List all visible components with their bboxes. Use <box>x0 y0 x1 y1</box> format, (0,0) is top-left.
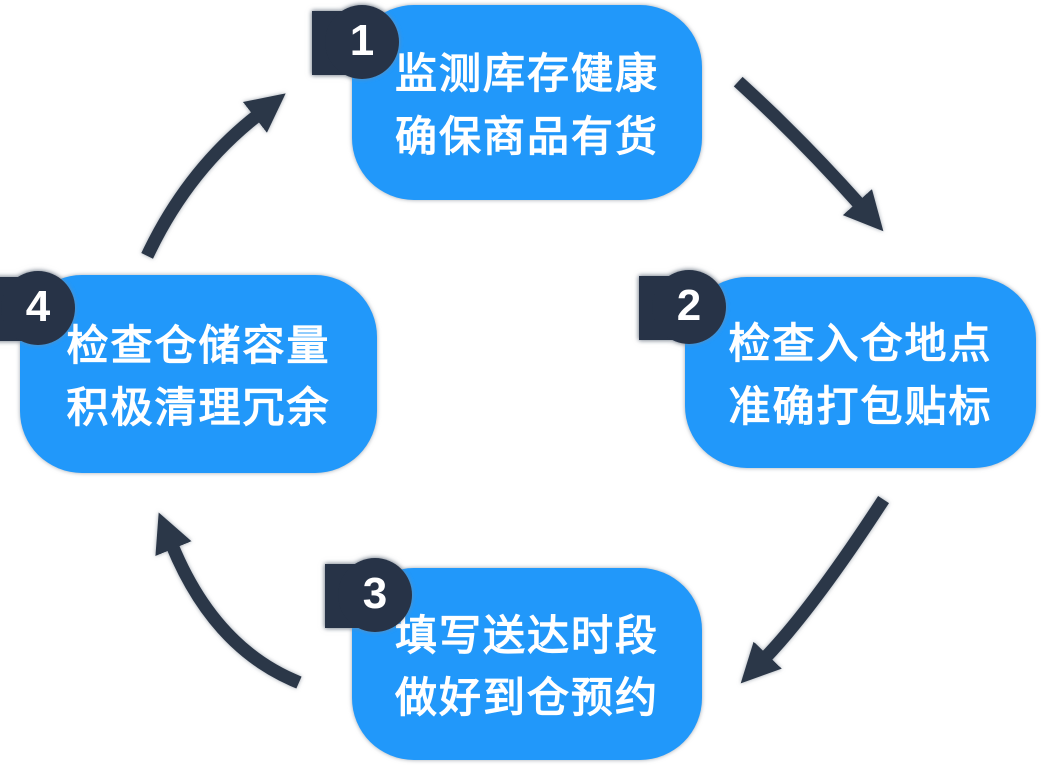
step-3-text-line2: 做好到仓预约 <box>394 674 659 721</box>
badge-circle: 2 <box>652 270 726 344</box>
step-number: 2 <box>676 281 702 330</box>
step-3-number-badge: 3 <box>325 558 431 636</box>
arrow-step2-to-step3-icon <box>740 496 889 684</box>
step-2-text-line1: 检查入仓地点 <box>728 320 993 368</box>
step-4-number-badge: 4 <box>0 271 94 349</box>
step-2-number-badge: 2 <box>639 270 745 348</box>
step-card-4: 4 检查仓储容量 积极清理冗余 <box>0 271 377 473</box>
badge-circle: 3 <box>338 558 412 632</box>
step-card-1: 1 监测库存健康 确保商品有货 <box>312 5 702 200</box>
step-4-text-line1: 检查仓储容量 <box>66 321 331 369</box>
step-1-text-line1: 监测库存健康 <box>394 50 659 98</box>
step-card-2: 2 检查入仓地点 准确打包贴标 <box>639 270 1036 468</box>
step-card-3: 3 填写送达时段 做好到仓预约 <box>325 558 702 760</box>
step-number: 1 <box>349 16 375 65</box>
step-number: 4 <box>25 282 51 331</box>
step-3-text-line1: 填写送达时段 <box>394 611 659 659</box>
step-1-text-line2: 确保商品有货 <box>394 112 659 160</box>
badge-circle: 4 <box>1 271 75 345</box>
step-1-number-badge: 1 <box>312 5 418 83</box>
arrow-step4-to-step1-icon <box>141 93 286 259</box>
arrow-step1-to-step2-icon <box>733 76 884 232</box>
step-number: 3 <box>362 569 388 618</box>
step-4-text-line2: 积极清理冗余 <box>66 384 331 431</box>
badge-circle: 1 <box>325 5 399 79</box>
arrow-step3-to-step4-icon <box>155 512 302 689</box>
step-2-text-line2: 准确打包贴标 <box>728 382 993 430</box>
